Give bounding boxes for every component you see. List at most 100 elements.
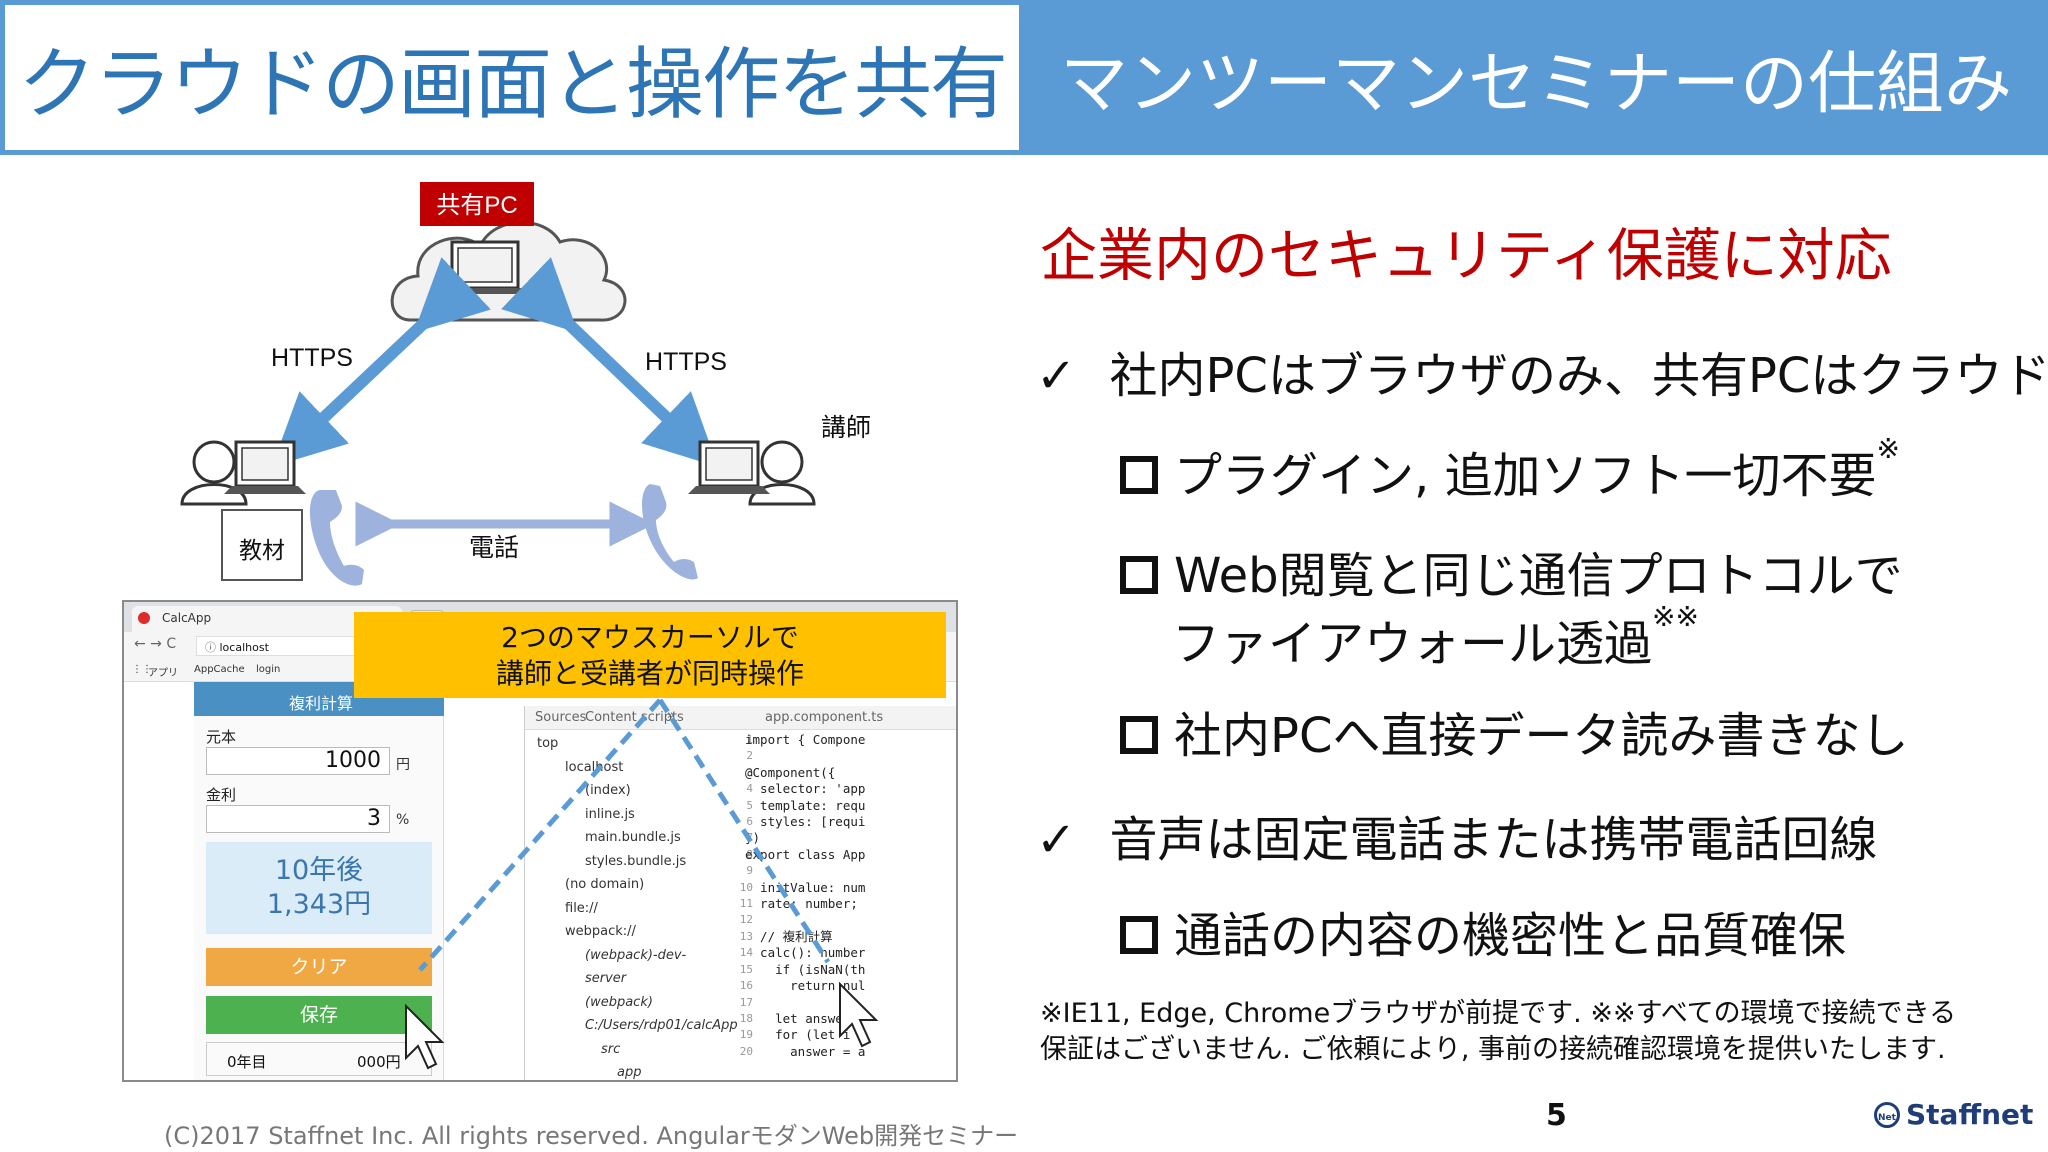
check-text: 音声は固定電話または携帯電話回線 [1109,812,1878,868]
bullet-text: 社内PCへ直接データ読み書きなし [1174,708,1909,764]
instructor-label: 講師 [821,414,871,442]
rate-label: 金利 [206,786,237,804]
square-bullet-icon [1120,716,1158,754]
tree-item[interactable]: app [617,1065,642,1080]
back-forward-icon[interactable]: ← → C [134,636,177,652]
principal-unit: 円 [396,757,410,773]
right-title-box [1024,0,2048,155]
tree-item[interactable]: src [601,1041,621,1057]
student-laptop-icon [224,440,306,494]
tree-item[interactable]: styles.bundle.js [585,853,687,869]
callout-line1: 2つのマウスカーソルで [501,621,799,654]
tree-item[interactable]: (no domain) [565,877,645,892]
result-amount: 1,343円 [266,889,372,920]
result-years: 10年後 [274,855,364,886]
tree-item[interactable]: webpack:// [565,924,636,939]
footnote-line2: 保証はございません. ご依頼により, 事前の接続確認環境を提供いたします. [1040,1034,1946,1065]
app-title: 複利計算 [289,694,354,713]
page-number: 5 [1546,1098,1567,1133]
url-input[interactable]: ⓘ localhost [196,636,396,656]
tree-item[interactable]: main.bundle.js [585,830,681,845]
tab-title: CalcApp [162,611,212,625]
result-box: 10年後 1,343円 [206,842,432,934]
cursor-path-student [418,698,662,972]
shared-pc-laptop-icon [440,240,530,294]
clear-button[interactable]: クリア [206,948,432,986]
file-tree: top localhost (index) inline.js main.bun… [525,732,738,1080]
bullet-text: ファイアウォール透過 [1172,616,1653,672]
table-row-label: 0年目 [227,1053,267,1071]
footnote: ※IE11, Edge, Chromeブラウザが前提です. ※※すべての環境で接… [1040,996,2025,1068]
security-heading: 企業内のセキュリティ保護に対応 [1040,223,1892,289]
tree-item[interactable]: localhost [565,759,624,775]
copyright: (C)2017 Staffnet Inc. All rights reserve… [164,1122,1019,1150]
staffnet-logo: Net Staffnet [1874,1098,2033,1131]
bullet-item-data: 社内PCへ直接データ読み書きなし [1120,696,1908,766]
save-button[interactable]: 保存 [206,996,432,1034]
angular-favicon-icon [138,612,150,624]
bookmark-login[interactable]: login [256,664,281,675]
bullet-item-protocol-cont: ファイアウォール透過※※ [1172,600,1699,674]
phone-label: 電話 [469,534,519,562]
cursor-callout: 2つのマウスカーソルで 講師と受講者が同時操作 [354,612,946,698]
shared-pc-label: 共有PC [436,192,517,219]
instructor-person-icon [748,440,816,506]
bullet-item-plugin: プラグイン, 追加ソフト一切不要※ [1120,432,1900,506]
shared-pc-badge [420,182,534,226]
tree-item[interactable]: C:/Users/rdp01/calcApp [585,1018,738,1033]
bullet-text: プラグイン, 追加ソフト一切不要 [1174,448,1877,504]
principal-label: 元本 [206,728,237,746]
network-diagram: 共有PC HTTPS HTTPS 講師 電話 教材 [180,182,871,586]
url-text: localhost [219,641,269,654]
check-icon: ✓ [1036,348,1077,404]
file-tab[interactable]: app.component.ts [765,710,884,725]
https-right-label: HTTPS [645,348,727,376]
instructor-laptop-icon [688,440,770,494]
table-row: 0年目 000円 [206,1042,432,1076]
bookmark-appcache[interactable]: AppCache [194,664,245,675]
check-text: 社内PCはブラウザのみ、共有PCはクラウド [1109,348,2048,404]
rate-input[interactable]: 3 [206,805,390,833]
footnote-mark: ※ [1876,432,1900,465]
check-item-browser: ✓ 社内PCはブラウザのみ、共有PCはクラウド [1036,336,2048,406]
material-label: 教材 [239,537,285,563]
tree-item[interactable]: (index) [585,783,631,798]
tab-sources[interactable]: Sources [535,710,587,725]
logo-text: Staffnet [1906,1098,2034,1131]
square-bullet-icon [1120,556,1158,594]
square-bullet-icon [1120,456,1158,494]
https-left-label: HTTPS [271,344,353,372]
square-bullet-icon [1120,916,1158,954]
tree-item[interactable]: file:// [565,900,598,916]
left-title-box [0,0,1024,155]
rate-unit: % [396,812,410,828]
tab-content-scripts[interactable]: Content scripts [585,710,684,725]
footnote-mark: ※※ [1652,600,1699,633]
footnote-line1: ※IE11, Edge, Chromeブラウザが前提です. ※※すべての環境で接… [1040,998,1957,1029]
bullet-text: 通話の内容の機密性と品質確保 [1174,908,1847,964]
material-box [221,509,303,581]
tab-more[interactable]: » [667,708,675,723]
callout-line2: 講師と受講者が同時操作 [495,657,804,690]
apps-icon[interactable]: ⋮⋮ [132,664,152,675]
tree-item[interactable]: inline.js [585,806,635,822]
right-title: マンツーマンセミナーの仕組み [1059,45,2012,124]
principal-input[interactable]: 1000 [206,747,390,775]
table-row-value: 000円 [357,1053,401,1071]
left-title: クラウドの画面と操作を共有 [17,39,1008,130]
instructor-cursor-icon [839,981,879,1048]
phone-left-icon [309,490,364,586]
devtools-tabs: Sources Content scripts » app.component.… [525,706,956,730]
tree-item[interactable]: (webpack)-dev-server [585,947,687,987]
phone-right-icon [642,484,698,580]
bullet-item-protocol: Web閲覧と同じ通信プロトコルで [1120,536,1903,606]
tree-item[interactable]: (webpack) [585,994,653,1010]
https-arrow-left [271,257,491,467]
check-icon: ✓ [1036,812,1077,868]
code-editor[interactable]: import { Compone @Component({ selector: … [745,732,866,1059]
tree-item[interactable]: top [537,736,559,751]
check-item-voice: ✓ 音声は固定電話または携帯電話回線 [1036,800,1878,870]
https-arrow-right [501,257,719,467]
bookmark-apps[interactable]: アプリ [148,668,178,679]
cursor-overlay [405,698,879,1070]
